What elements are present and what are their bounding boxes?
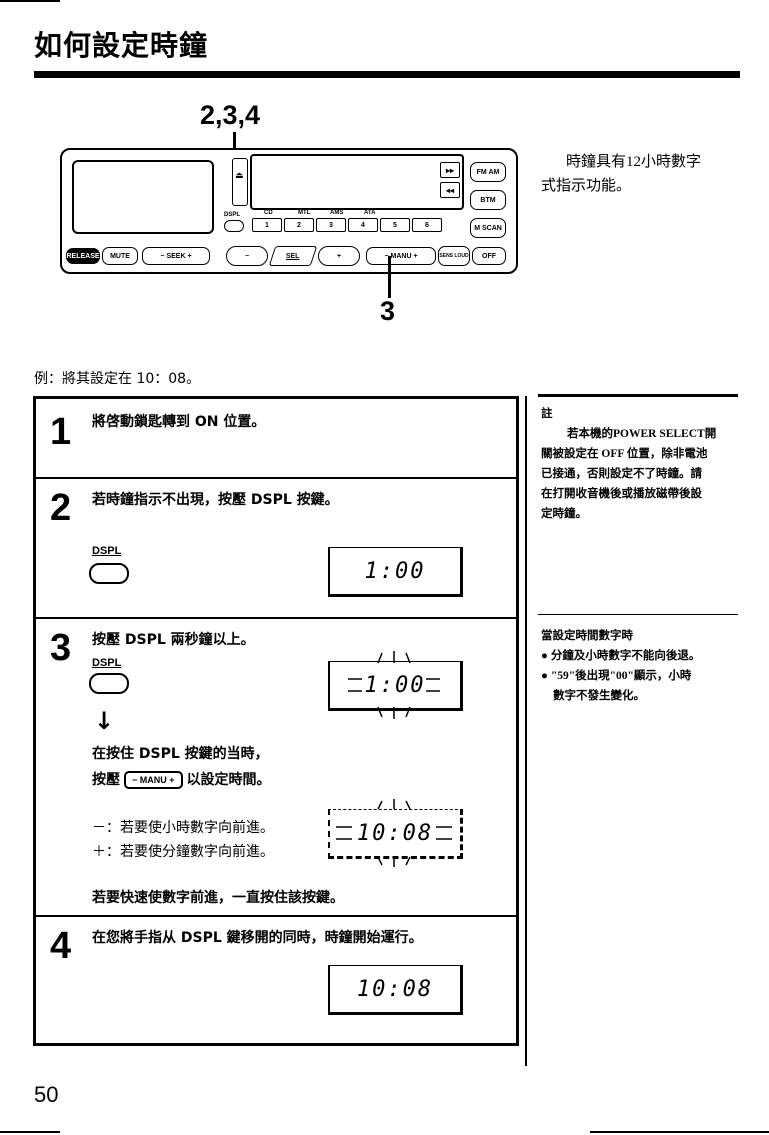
bottom-edge-line-left — [0, 1131, 60, 1133]
bottom-edge-line-right — [590, 1131, 769, 1133]
press-prefix: 按壓 — [92, 772, 120, 788]
step-2-dspl-label: DSPL — [92, 545, 122, 557]
note-line-4: 在打開收音機後或播放磁帶後設 — [541, 488, 702, 500]
note-line-1: 若本機的POWER SELECT開 — [567, 428, 717, 440]
title-rule — [34, 71, 740, 78]
steps-box: 1 將啓動鎖匙轉到 ON 位置。 2 若時鐘指示不出現，按壓 DSPL 按鍵。 … — [33, 396, 519, 1046]
step-4-number: 4 — [50, 925, 72, 967]
setting-title: 當設定時間數字時 — [541, 630, 633, 642]
mute-button[interactable]: MUTE — [102, 247, 138, 265]
step-3-hold-text: 在按住 DSPL 按鍵的当時， — [92, 746, 269, 762]
preset-label-mtl: MTL — [298, 210, 311, 216]
seek-button[interactable]: − SEEK + — [142, 247, 210, 265]
m-scan-button[interactable]: M SCAN — [470, 218, 506, 238]
minus-instruction: －：若要使小時數字向前進。 — [92, 821, 274, 836]
preset-6-button[interactable]: 6 — [412, 218, 442, 232]
step-4-display: 10:08 — [328, 965, 463, 1015]
blink-rays-1 — [348, 651, 440, 719]
release-button[interactable]: RELEASE — [66, 248, 100, 264]
step-1-number: 1 — [50, 411, 72, 453]
intro-line-1: 時鐘具有12小時數字 — [566, 154, 702, 170]
step-3-dspl-label: DSPL — [92, 657, 122, 669]
sens-loud-button[interactable]: SENS LOUD — [438, 246, 470, 266]
column-divider — [525, 396, 527, 1066]
preset-label-ams: AMS — [330, 210, 344, 216]
step-3-text: 按壓 DSPL 兩秒鐘以上。 — [92, 632, 255, 648]
manu-button[interactable]: − MANU + — [366, 247, 436, 265]
btm-button[interactable]: BTM — [470, 190, 506, 210]
step-3-dspl-button[interactable] — [89, 673, 129, 694]
blink-text: 1:00 — [364, 672, 426, 698]
preset-4-button[interactable]: 4 — [348, 218, 378, 232]
step-2-number: 2 — [50, 487, 72, 529]
preset-label-ata: ATA — [364, 210, 376, 216]
setting-rule — [538, 614, 738, 615]
note-line-5: 定時鐘。 — [541, 508, 587, 520]
callout-top: 2,3,4 — [200, 100, 261, 130]
cassette-slot — [250, 154, 464, 210]
faceplate-left-panel — [72, 160, 214, 234]
eject-button[interactable]: ⏏ — [232, 158, 248, 206]
setting-bullet-2: ● "59"後出現"00"顯示，小時 — [541, 670, 692, 682]
plus-instruction: ＋：若要使分鐘數字向前進。 — [92, 845, 274, 860]
step-2-dspl-button[interactable] — [89, 563, 129, 584]
time-display-text: 10:08 — [356, 820, 434, 846]
dspl-small-label: DSPL — [224, 212, 241, 218]
sel-button[interactable]: SEL — [268, 246, 318, 266]
note-title: 註 — [541, 408, 553, 420]
blink-rays-2 — [336, 799, 452, 867]
preset-1-button[interactable]: 1 — [252, 218, 282, 232]
step-2-display: 1:00 — [328, 547, 463, 597]
rew-button[interactable]: ◂◂ — [440, 182, 460, 198]
step-3-fast-text: 若要快速使數字前進，一直按住該按鍵。 — [92, 890, 344, 906]
volume-minus-button[interactable]: − — [226, 246, 268, 266]
down-arrow: ↓ — [94, 707, 115, 735]
ff-button[interactable]: ▸▸ — [440, 162, 460, 178]
step-divider-3 — [36, 915, 516, 917]
step-3-blink-display: 1:00 — [328, 661, 463, 711]
preset-5-button[interactable]: 5 — [380, 218, 410, 232]
callout-bottom: 3 — [380, 296, 396, 326]
step-divider-2 — [36, 617, 516, 619]
setting-bullet-2-cont: 數字不發生變化。 — [553, 690, 645, 702]
radio-faceplate: ⏏ ▸▸ ◂◂ FM AM BTM M SCAN DSPL CD MTL AMS… — [60, 148, 518, 274]
step-2-text: 若時鐘指示不出現，按壓 DSPL 按鍵。 — [92, 492, 339, 508]
setting-bullet-1: ● 分鐘及小時數字不能向後退。 — [541, 650, 701, 662]
press-suffix: 以設定時間。 — [186, 772, 271, 788]
note-line-3: 已接通，否則設定不了時鐘。請 — [541, 468, 702, 480]
note-line-2: 關被設定在 OFF 位置，除非電池 — [541, 448, 708, 460]
step-3-number: 3 — [50, 627, 72, 669]
preset-label-cd: CD — [264, 210, 273, 216]
top-edge-line — [0, 0, 60, 2]
example-text: 例：將其設定在 10：08。 — [34, 371, 201, 387]
step-3-press-line: 按壓− MANU +以設定時間。 — [92, 769, 271, 789]
callout-line-bottom — [388, 256, 391, 298]
page-number: 50 — [34, 1082, 59, 1107]
volume-plus-button[interactable]: + — [318, 246, 360, 266]
note-body: 若本機的POWER SELECT開 關被設定在 OFF 位置，除非電池 已接通，… — [541, 424, 741, 524]
preset-2-button[interactable]: 2 — [284, 218, 314, 232]
page-title: 如何設定時鐘 — [34, 29, 209, 62]
intro-line-2: 式指示功能。 — [541, 178, 632, 194]
preset-3-button[interactable]: 3 — [316, 218, 346, 232]
step-4-text: 在您將手指从 DSPL 鍵移開的同時，時鐘開始運行。 — [92, 930, 423, 946]
step-3-time-display: 10:08 — [328, 809, 463, 859]
fm-am-button[interactable]: FM AM — [470, 162, 506, 182]
step-divider-1 — [36, 477, 516, 479]
note-rule — [538, 394, 738, 397]
manu-inline-button[interactable]: − MANU + — [124, 771, 183, 789]
dspl-small-button[interactable] — [224, 220, 244, 232]
off-button[interactable]: OFF — [472, 247, 506, 265]
step-1-text: 將啓動鎖匙轉到 ON 位置。 — [92, 414, 266, 430]
setting-section: 當設定時間數字時 ● 分鐘及小時數字不能向後退。 ● "59"後出現"00"顯示… — [541, 626, 741, 706]
